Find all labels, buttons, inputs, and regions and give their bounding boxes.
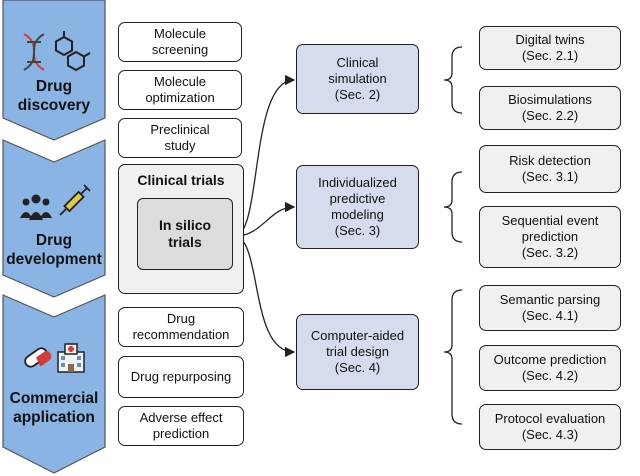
stage-label-discovery: Drug discovery bbox=[17, 78, 91, 114]
method-trial-design: Computer-aided trial design (Sec. 4) bbox=[296, 314, 419, 390]
sub-risk-detection: Risk detection (Sec. 3.1) bbox=[479, 145, 621, 193]
connector-to-clinical-simulation bbox=[235, 74, 296, 237]
pill-icon bbox=[24, 347, 52, 368]
sub-digital-twins: Digital twins (Sec. 2.1) bbox=[479, 26, 621, 70]
sub-semantic-parsing: Semantic parsing (Sec. 4.1) bbox=[479, 285, 621, 331]
connector-to-predictive-modeling bbox=[235, 201, 296, 237]
box-molecule-screening: Molecule screening bbox=[118, 22, 242, 62]
syringe-icon bbox=[59, 184, 91, 216]
sub-outcome-prediction: Outcome prediction (Sec. 4.2) bbox=[479, 345, 621, 391]
method-predictive-modeling: Individualized predictive modeling (Sec.… bbox=[296, 165, 419, 249]
clinical-trials-title: Clinical trials bbox=[137, 172, 225, 188]
sub-sequential-event-prediction: Sequential event prediction (Sec. 3.2) bbox=[479, 206, 621, 268]
sub-protocol-evaluation: Protocol evaluation (Sec. 4.3) bbox=[479, 404, 621, 450]
hospital-icon bbox=[57, 343, 85, 373]
brace-trial-design bbox=[443, 289, 463, 425]
dna-icon bbox=[23, 33, 45, 71]
in-silico-trials-box: In silico trials bbox=[137, 198, 233, 270]
stage-label-application: Commercial application bbox=[9, 390, 99, 426]
sub-biosimulations: Biosimulations (Sec. 2.2) bbox=[479, 86, 621, 130]
box-drug-recommendation: Drug recommendation bbox=[118, 307, 244, 347]
stage-arrow-application bbox=[2, 294, 106, 474]
stage-arrow-discovery bbox=[2, 0, 106, 141]
stage-arrow-development bbox=[2, 139, 106, 298]
brace-clinical-simulation bbox=[443, 46, 463, 114]
molecule-icon bbox=[55, 31, 91, 72]
method-clinical-simulation: Clinical simulation (Sec. 2) bbox=[296, 44, 419, 114]
box-adverse-effect-prediction: Adverse effect prediction bbox=[118, 406, 244, 446]
brace-predictive-modeling bbox=[443, 171, 463, 243]
connector-to-trial-design bbox=[235, 235, 296, 358]
box-molecule-optimization: Molecule optimization bbox=[118, 70, 242, 110]
stage-label-development: Drug development bbox=[6, 232, 102, 268]
box-preclinical-study: Preclinical study bbox=[118, 118, 242, 158]
people-icon bbox=[20, 194, 52, 220]
box-drug-repurposing: Drug repurposing bbox=[118, 356, 244, 398]
